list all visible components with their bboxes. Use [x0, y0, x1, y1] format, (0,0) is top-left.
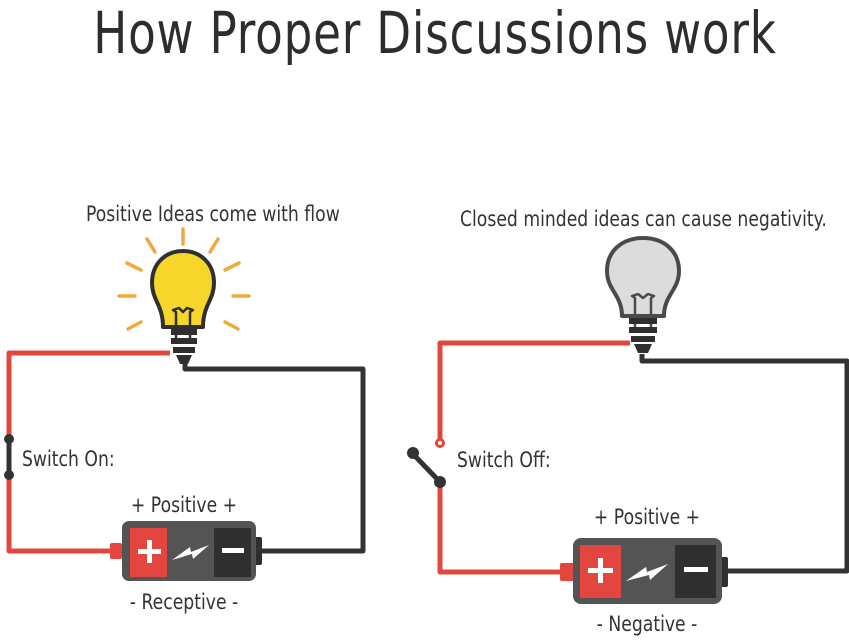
- left-circuit: [4, 227, 366, 581]
- left-battery-bottom-label: - Receptive -: [129, 590, 239, 614]
- right-negative-wire: [639, 354, 849, 574]
- left-caption: Positive Ideas come with flow: [86, 202, 340, 226]
- right-switch-open: [407, 438, 446, 488]
- left-switch-label: Switch On:: [22, 447, 115, 471]
- left-negative-wire: [182, 364, 366, 554]
- left-battery: [110, 521, 262, 581]
- right-bulb-off: [605, 236, 681, 353]
- right-circuit: [407, 236, 849, 604]
- page-title: How Proper Discussions work: [93, 0, 777, 67]
- right-battery-bottom-label: - Negative -: [596, 612, 698, 636]
- right-battery: [560, 538, 728, 604]
- left-battery-top-label: + Positive +: [130, 493, 238, 517]
- left-switch-closed: [4, 434, 14, 480]
- left-bulb: [150, 249, 216, 364]
- right-positive-wire: [437, 340, 630, 575]
- right-switch-label: Switch Off:: [457, 448, 551, 472]
- left-bulb-rays: [117, 227, 251, 331]
- right-battery-top-label: + Positive +: [593, 505, 701, 529]
- left-positive-wire: [6, 350, 170, 554]
- right-caption: Closed minded ideas can cause negativity…: [460, 207, 827, 231]
